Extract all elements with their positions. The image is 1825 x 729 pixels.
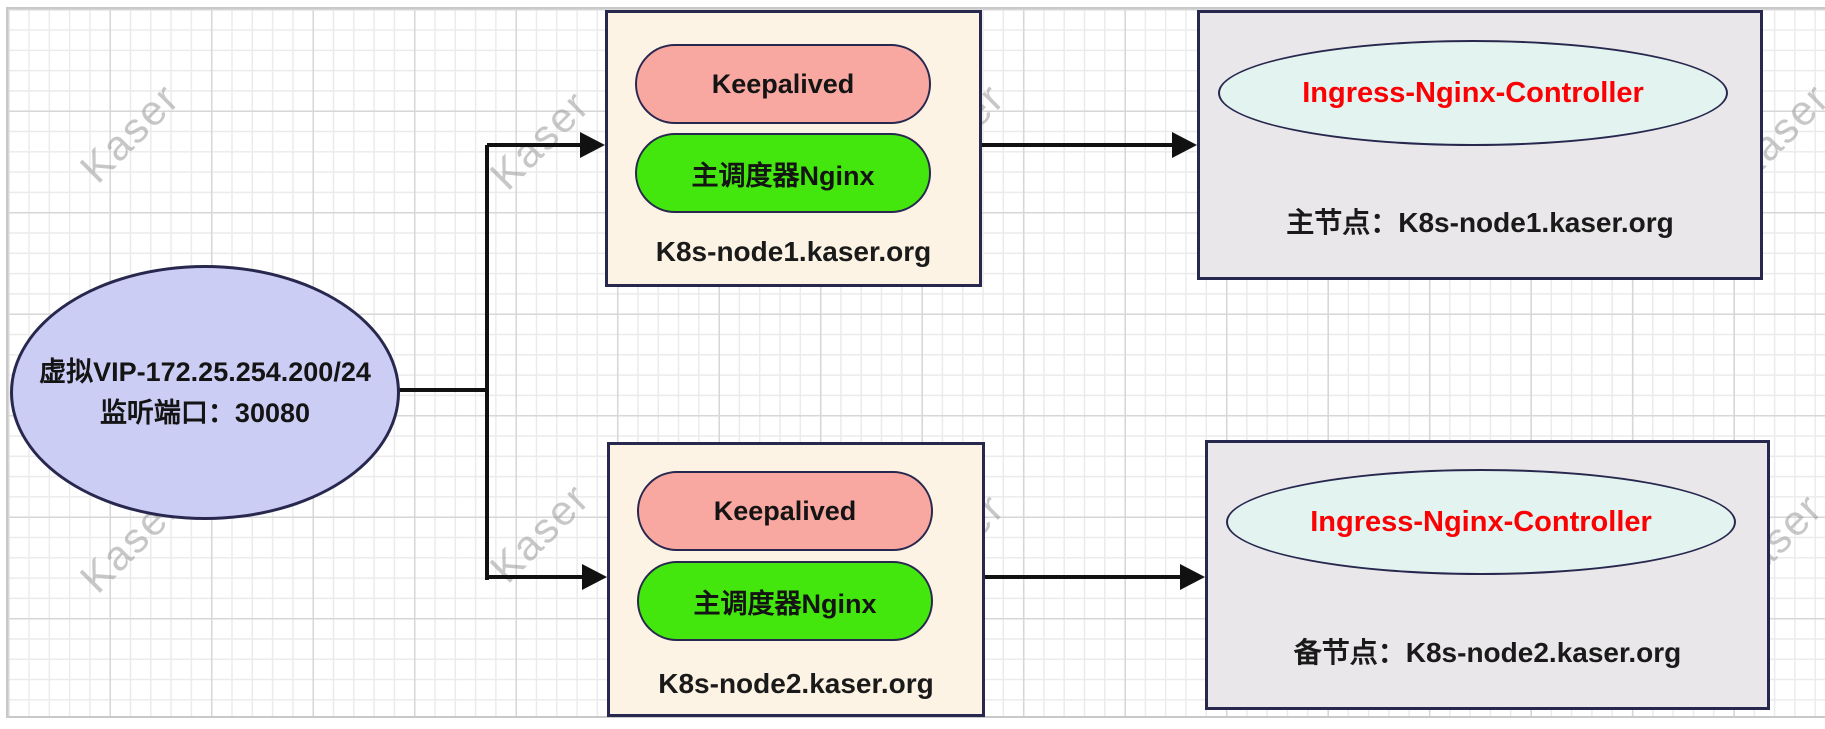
arrow-head-ingress2-icon: [1180, 564, 1205, 590]
connector-branch-to-node2: [487, 575, 584, 579]
node2-keepalived-label: Keepalived: [713, 495, 857, 526]
node2-nginx-label: 主调度器Nginx: [693, 588, 877, 619]
ingress1-box: Ingress-Nginx-Controller 主节点：K8s-node1.k…: [1197, 10, 1763, 280]
vip-address-text: 虚拟VIP-172.25.254.200/24: [39, 356, 371, 387]
connector-vip-to-branch: [396, 388, 489, 392]
node2-hostname-label: K8s-node2.kaser.org: [658, 668, 934, 699]
ingress2-ellipse: Ingress-Nginx-Controller: [1226, 469, 1736, 575]
ingress2-title: Ingress-Nginx-Controller: [1310, 505, 1652, 538]
node1-box: Keepalived 主调度器Nginx K8s-node1.kaser.org: [605, 10, 982, 287]
node1-nginx-pill: 主调度器Nginx: [635, 133, 931, 213]
vip-ellipse: 虚拟VIP-172.25.254.200/24 监听端口：30080: [10, 265, 400, 520]
arrow-head-ingress1-icon: [1172, 132, 1197, 158]
connector-branch-to-node1: [487, 143, 582, 147]
node1-keepalived-label: Keepalived: [711, 68, 855, 99]
node1-hostname-label: K8s-node1.kaser.org: [655, 236, 932, 267]
node1-nginx-label: 主调度器Nginx: [691, 160, 875, 191]
node2-keepalived-pill: Keepalived: [637, 471, 933, 551]
ingress2-node-label: 备节点：K8s-node2.kaser.org: [1293, 637, 1682, 668]
connector-node1-to-ingress1: [982, 143, 1174, 147]
node2-box: Keepalived 主调度器Nginx K8s-node2.kaser.org: [607, 442, 985, 717]
arrow-head-node1-icon: [580, 132, 605, 158]
ingress1-node-label: 主节点：K8s-node1.kaser.org: [1286, 207, 1674, 238]
connector-node2-to-ingress2: [985, 575, 1181, 579]
node1-keepalived-pill: Keepalived: [635, 44, 931, 124]
arrow-head-node2-icon: [582, 564, 607, 590]
node2-nginx-pill: 主调度器Nginx: [637, 561, 933, 641]
vip-port-text: 监听端口：30080: [99, 397, 311, 428]
ingress2-box: Ingress-Nginx-Controller 备节点：K8s-node2.k…: [1205, 440, 1770, 710]
ingress1-title: Ingress-Nginx-Controller: [1302, 76, 1644, 109]
ingress1-ellipse: Ingress-Nginx-Controller: [1218, 40, 1728, 146]
connector-branch-vertical: [485, 145, 489, 580]
